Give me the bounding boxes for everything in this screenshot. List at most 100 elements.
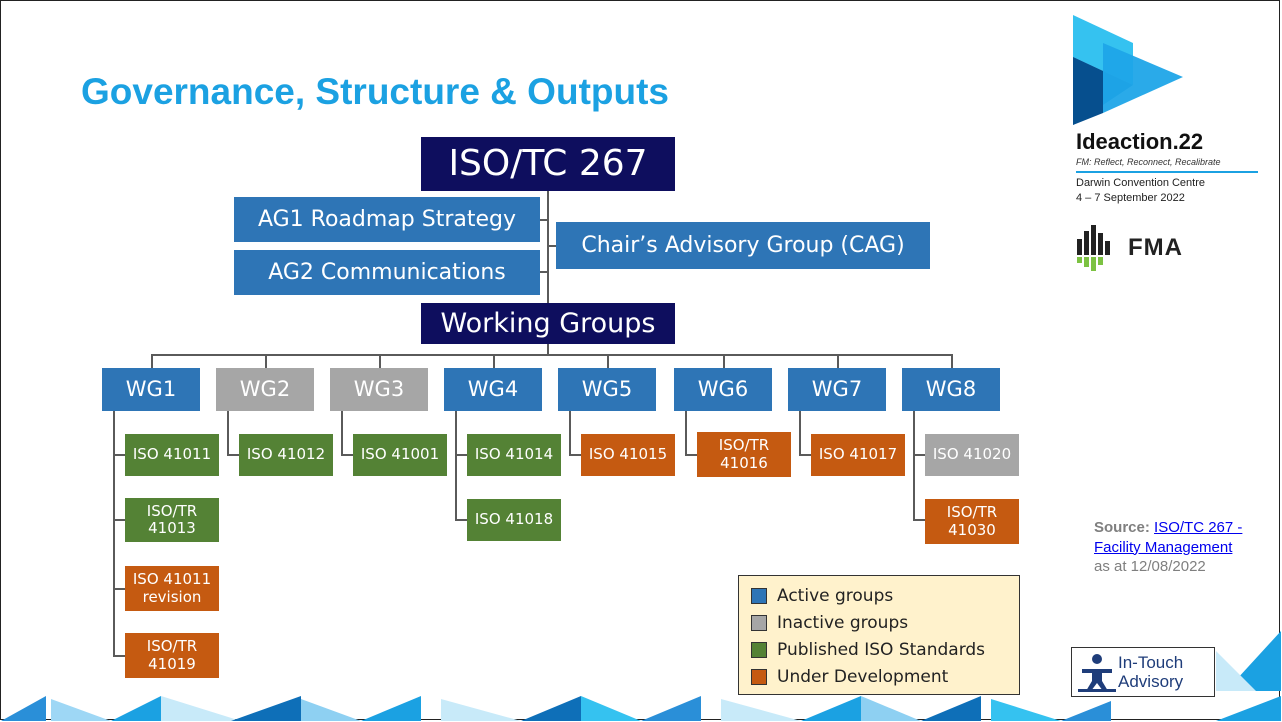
- standard-line1: ISO 41001: [360, 445, 440, 464]
- legend-swatch: [751, 641, 767, 658]
- source-date: as at 12/08/2022: [1094, 558, 1206, 575]
- connector-out: [685, 454, 697, 456]
- cag-label: Chair’s Advisory Group (CAG): [581, 232, 905, 258]
- ag2-node: AG2 Communications: [234, 250, 540, 295]
- standard-node: ISO 41017: [811, 434, 905, 476]
- play-logo-icon: [1073, 15, 1183, 125]
- connector-out: [913, 519, 925, 521]
- standard-line1: ISO/TR: [146, 501, 198, 520]
- legend-item: Inactive groups: [751, 609, 1019, 636]
- standard-node: ISO 41001: [353, 434, 447, 476]
- standard-line2: revision: [142, 587, 202, 606]
- ag2-label: AG2 Communications: [268, 259, 506, 285]
- slide-title: Governance, Structure & Outputs: [81, 71, 669, 112]
- connector-out: [113, 519, 125, 521]
- connector-wg4: [493, 354, 495, 368]
- wg-label: WG7: [811, 377, 863, 402]
- standard-node: ISO 41014: [467, 434, 561, 476]
- standard-line2: 41019: [148, 654, 196, 673]
- standard-line2: 41016: [720, 453, 768, 472]
- standard-line2: 41013: [148, 519, 196, 537]
- cag-node: Chair’s Advisory Group (CAG): [556, 222, 930, 269]
- connector-wg7-outputs: [799, 411, 801, 455]
- decorative-triangle-right: [1216, 631, 1281, 691]
- source-link[interactable]: ISO/TC 267 - Facility Management: [1094, 519, 1243, 556]
- standard-line1: ISO 41017: [818, 445, 898, 464]
- legend-label: Inactive groups: [777, 612, 909, 633]
- wg-node-8: WG8: [902, 368, 1000, 411]
- standard-line1: ISO/TR: [946, 503, 998, 522]
- advisor-line1: In-Touch: [1118, 653, 1184, 672]
- connector-wg1: [151, 354, 153, 368]
- standard-node: ISO 41012: [239, 434, 333, 476]
- standard-line1: ISO 41015: [588, 445, 668, 464]
- wg-label: WG4: [467, 377, 519, 402]
- standard-line2: 41030: [948, 520, 996, 539]
- fma-bars-icon: [1077, 225, 1110, 271]
- legend-label: Published ISO Standards: [777, 639, 986, 660]
- source-label: Source:: [1094, 519, 1150, 536]
- connector-ag1: [540, 219, 548, 221]
- connector-wg8-outputs: [913, 411, 915, 521]
- wg-node-7: WG7: [788, 368, 886, 411]
- working-groups-node: Working Groups: [421, 303, 675, 344]
- standard-line1: ISO 41011: [132, 570, 212, 589]
- connector-wg3: [379, 354, 381, 368]
- connector-wg-trunk: [547, 344, 549, 355]
- wg-label: WG6: [697, 377, 749, 402]
- advisor-line2: Advisory: [1118, 671, 1184, 691]
- connector-out: [455, 519, 467, 521]
- legend-swatch: [751, 614, 767, 631]
- connector-out: [799, 454, 811, 456]
- wg-node-1: WG1: [102, 368, 200, 411]
- wg-label: WG1: [125, 377, 177, 402]
- standard-line1: ISO 41014: [474, 445, 554, 464]
- standard-node: ISO 41018: [467, 499, 561, 541]
- standard-line1: ISO 41012: [246, 445, 326, 464]
- wg-node-4: WG4: [444, 368, 542, 411]
- source-note: Source: ISO/TC 267 - Facility Management…: [1094, 518, 1269, 577]
- working-groups-label: Working Groups: [440, 307, 656, 339]
- decorative-triangle-border: [1, 696, 1281, 721]
- legend-label: Active groups: [777, 585, 894, 606]
- connector-trunk: [547, 191, 549, 303]
- event-venue: Darwin Convention Centre: [1076, 177, 1206, 189]
- legend-swatch: [751, 668, 767, 685]
- standard-line1: ISO/TR: [718, 436, 770, 455]
- legend-item: Under Development: [751, 663, 1019, 690]
- wg-label: WG2: [239, 377, 291, 402]
- connector-out: [341, 454, 353, 456]
- standard-line1: ISO/TR: [146, 637, 198, 656]
- fma-logo-text: FMA: [1128, 234, 1183, 261]
- connector-out: [113, 655, 125, 657]
- connector-out: [113, 454, 125, 456]
- event-divider: [1076, 171, 1258, 173]
- event-dates: 4 – 7 September 2022: [1076, 192, 1185, 204]
- connector-wg6: [723, 354, 725, 368]
- connector-wg-bus: [151, 354, 953, 356]
- root-node: ISO/TC 267: [421, 137, 675, 191]
- connector-wg8: [951, 354, 953, 368]
- connector-out: [113, 588, 125, 590]
- wg-node-3: WG3: [330, 368, 428, 411]
- connector-wg5: [607, 354, 609, 368]
- connector-out: [569, 454, 581, 456]
- event-title: Ideaction.22: [1076, 129, 1204, 154]
- ag1-label: AG1 Roadmap Strategy: [257, 206, 517, 232]
- legend-label: Under Development: [777, 666, 949, 687]
- connector-wg2: [265, 354, 267, 368]
- event-tagline: FM: Reflect, Reconnect, Recalibrate: [1076, 157, 1221, 167]
- people-icon: [1078, 654, 1116, 692]
- connector-wg7: [837, 354, 839, 368]
- connector-ag2: [540, 271, 548, 273]
- wg-node-2: WG2: [216, 368, 314, 411]
- connector-out: [227, 454, 239, 456]
- legend-item: Published ISO Standards: [751, 636, 1019, 663]
- connector-out: [455, 454, 467, 456]
- standard-node: ISO 41020: [925, 434, 1019, 476]
